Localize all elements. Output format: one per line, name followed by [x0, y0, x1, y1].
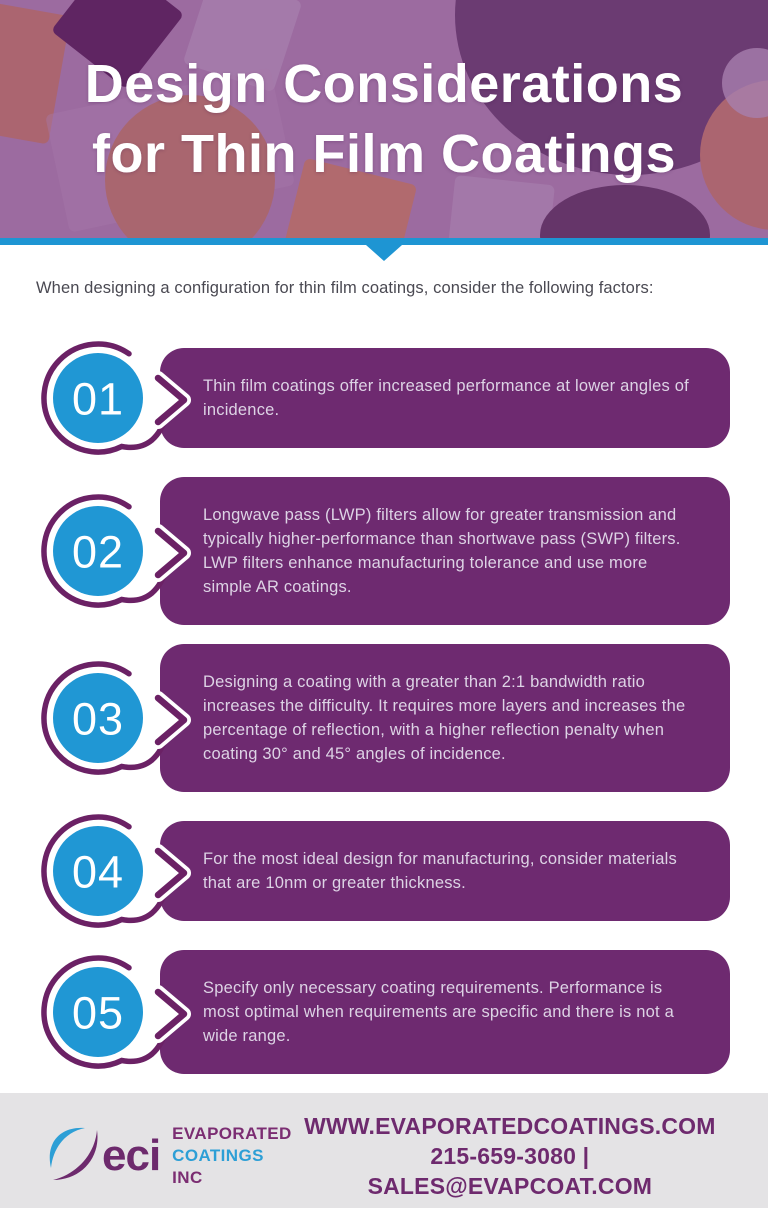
eci-logo: eci EVAPORATED COATINGS INC [44, 1123, 292, 1189]
list-item-05: 05 Specify only necessary coating requir… [0, 950, 768, 1074]
logo-line1: EVAPORATED [172, 1123, 292, 1143]
logo-line3: INC [172, 1167, 203, 1187]
item-text: Longwave pass (LWP) filters allow for gr… [203, 506, 681, 596]
phone-email-line: 215-659-3080 | SALES@EVAPCOAT.COM [292, 1141, 728, 1201]
numbered-circle-arrow-icon: 05 [41, 955, 191, 1069]
item-text-box: Designing a coating with a greater than … [160, 644, 730, 792]
numbered-circle-arrow-icon: 02 [41, 494, 191, 608]
list-item-03: 03 Designing a coating with a greater th… [0, 644, 768, 792]
logo-wordmark: EVAPORATED COATINGS INC [172, 1123, 292, 1189]
email-text: SALES@EVAPCOAT.COM [367, 1172, 653, 1199]
item-text: Thin film coatings offer increased perfo… [203, 377, 689, 419]
list-item-01: 01 Thin film coatings offer increased pe… [0, 338, 768, 458]
chevron-down-icon [366, 245, 402, 261]
list-item-02: 02 Longwave pass (LWP) filters allow for… [0, 477, 768, 625]
page-title-line1: Design Considerations [84, 54, 684, 114]
item-number: 01 [72, 374, 124, 425]
divider-bar [0, 238, 768, 261]
list-item-04: 04 For the most ideal design for manufac… [0, 811, 768, 931]
item-number: 04 [72, 847, 124, 898]
logo-line2: COATINGS [172, 1145, 264, 1165]
header-banner: Design Considerations for Thin Film Coat… [0, 0, 768, 238]
page-title-line2: for Thin Film Coatings [92, 124, 676, 184]
item-number: 02 [72, 527, 124, 578]
item-number: 05 [72, 988, 124, 1039]
item-text: Designing a coating with a greater than … [203, 673, 686, 763]
item-text-box: Longwave pass (LWP) filters allow for gr… [160, 477, 730, 625]
logo-acronym: eci [102, 1130, 161, 1180]
website-text: WWW.EVAPORATEDCOATINGS.COM [304, 1112, 716, 1139]
item-text-box: Specify only necessary coating requireme… [160, 950, 730, 1074]
item-number: 03 [72, 694, 124, 745]
footer: eci EVAPORATED COATINGS INC WWW.EVAPORAT… [0, 1093, 768, 1208]
phone-text: 215-659-3080 [430, 1142, 577, 1169]
item-text: Specify only necessary coating requireme… [203, 979, 674, 1045]
contact-info: WWW.EVAPORATEDCOATINGS.COM 215-659-3080 … [292, 1111, 728, 1201]
item-text-box: For the most ideal design for manufactur… [160, 821, 730, 921]
item-text-box: Thin film coatings offer increased perfo… [160, 348, 730, 448]
eci-swoosh-icon [49, 1127, 98, 1180]
content-area: When designing a configuration for thin … [0, 245, 768, 1093]
item-text: For the most ideal design for manufactur… [203, 850, 677, 892]
numbered-circle-arrow-icon: 01 [41, 341, 191, 455]
page-title: Design Considerations for Thin Film Coat… [0, 0, 768, 238]
numbered-circle-arrow-icon: 04 [41, 814, 191, 928]
numbered-circle-arrow-icon: 03 [41, 661, 191, 775]
intro-text: When designing a configuration for thin … [36, 279, 654, 297]
separator-text: | [582, 1142, 590, 1169]
